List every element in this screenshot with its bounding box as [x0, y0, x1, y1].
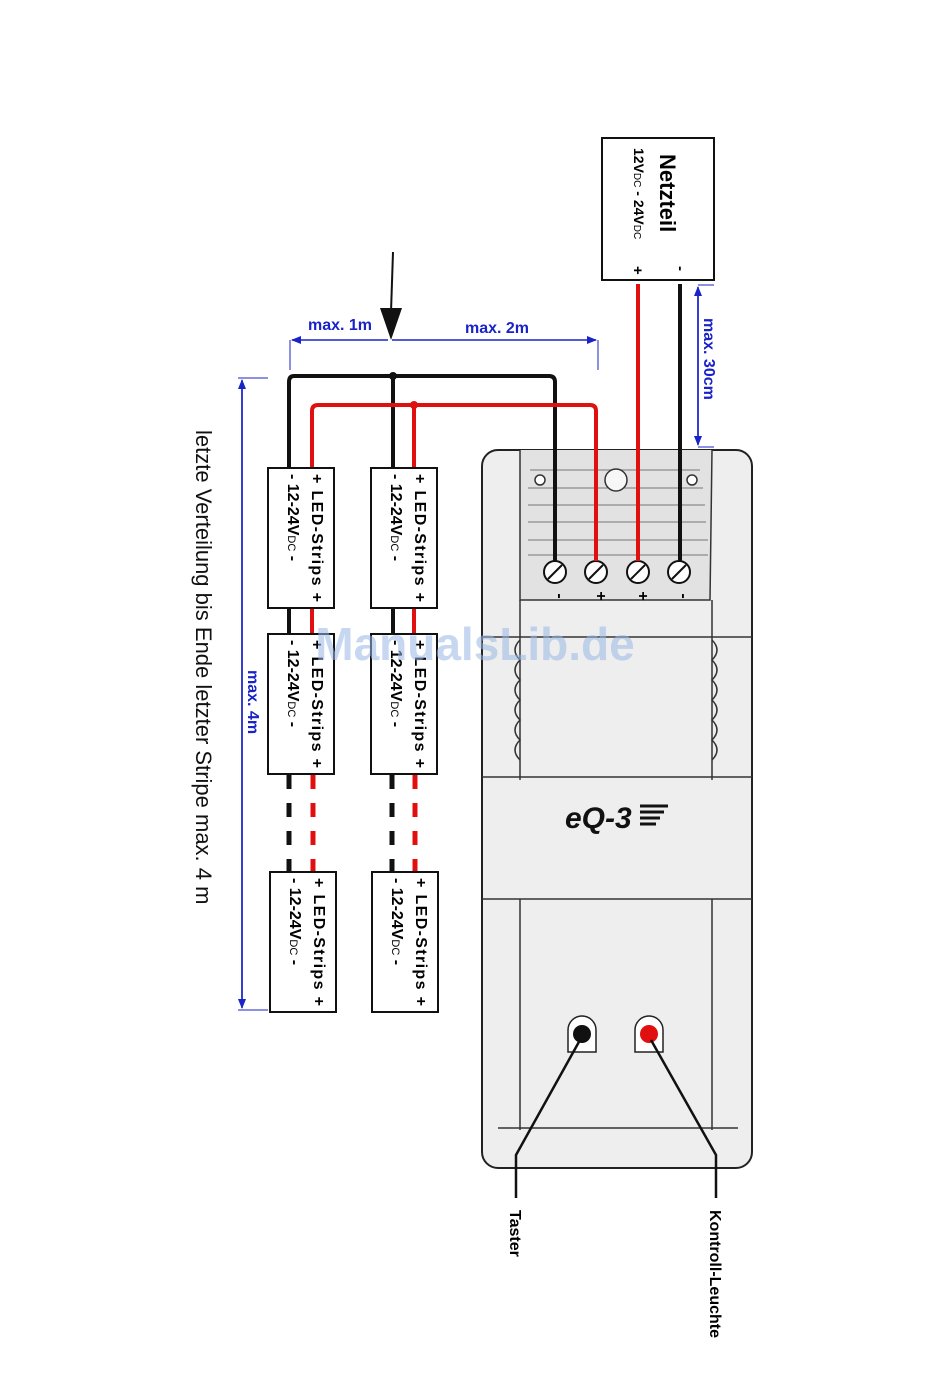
strip-voltage-label: - 12-24VDC -: [284, 640, 301, 727]
distribution-wires: [286, 372, 598, 872]
terminal-screw-4: [667, 560, 691, 584]
logo-text: eQ-3: [565, 802, 632, 835]
terminal-screw-1: [543, 560, 567, 584]
terminal-label-4: -: [675, 593, 692, 598]
dim-max-1m: max. 1m: [308, 317, 372, 334]
strip-left-1: + LED-Strips + - 12-24VDC -: [267, 467, 335, 609]
strip-voltage-label: - 12-24VDC -: [387, 474, 404, 561]
dim-max-4m: max. 4m: [244, 670, 261, 734]
taster-leader: [514, 1039, 582, 1198]
terminal-label-3: +: [634, 591, 651, 600]
dim-max-30cm: max. 30cm: [700, 318, 717, 400]
eq3-logo: eQ-3: [565, 802, 668, 835]
strip-name-label: + LED-Strips +: [412, 878, 429, 1006]
kontroll-label: Kontroll-Leuchte: [706, 1210, 723, 1338]
strip-left-3: + LED-Strips + - 12-24VDC -: [269, 871, 337, 1013]
strip-name-label: + LED-Strips +: [308, 474, 325, 602]
controller-housing: [481, 449, 753, 1169]
kontroll-jack: [634, 1015, 664, 1053]
strip-mid-1: + LED-Strips + - 12-24VDC -: [370, 467, 438, 609]
psu-minus: -: [672, 266, 689, 271]
distance-note: letzte Verteilung bis Ende letzter Strip…: [191, 430, 216, 904]
strip-voltage-label: - 12-24VDC -: [286, 878, 303, 965]
dim-max-2m: max. 2m: [465, 320, 529, 337]
strip-name-label: + LED-Strips +: [411, 474, 428, 602]
strip-name-label: + LED-Strips +: [411, 640, 428, 768]
terminal-block: - + + -: [543, 560, 692, 601]
psu-plus: +: [629, 266, 646, 275]
psu-title: Netzteil: [655, 154, 680, 232]
terminal-label-2: +: [592, 591, 609, 600]
dimension-lines: max. 1m max. 2m max. 30cm max. 4m: [238, 284, 717, 1011]
strip-mid-2: + LED-Strips + - 12-24VDC -: [370, 633, 438, 775]
strip-name-label: + LED-Strips +: [308, 640, 325, 768]
entry-arrow: [380, 251, 402, 340]
watermark: ManualsLib.de: [315, 618, 634, 670]
terminal-screw-2: [584, 560, 608, 584]
strip-name-label: + LED-Strips +: [310, 878, 327, 1006]
terminal-label-1: -: [551, 593, 568, 598]
terminal-screw-3: [626, 560, 650, 584]
taster-jack: [567, 1015, 597, 1053]
strip-mid-3: + LED-Strips + - 12-24VDC -: [371, 871, 439, 1013]
strip-voltage-label: - 12-24VDC -: [284, 474, 301, 561]
power-supply: Netzteil 12VDC - 24VDC + -: [601, 137, 715, 281]
strip-voltage-label: - 12-24VDC -: [387, 640, 404, 727]
strip-left-2: + LED-Strips + - 12-24VDC -: [267, 633, 335, 775]
strip-voltage-label: - 12-24VDC -: [388, 878, 405, 965]
taster-label: Taster: [506, 1210, 523, 1257]
kontroll-leader: [649, 1039, 718, 1198]
psu-voltage: 12VDC - 24VDC: [631, 148, 647, 239]
